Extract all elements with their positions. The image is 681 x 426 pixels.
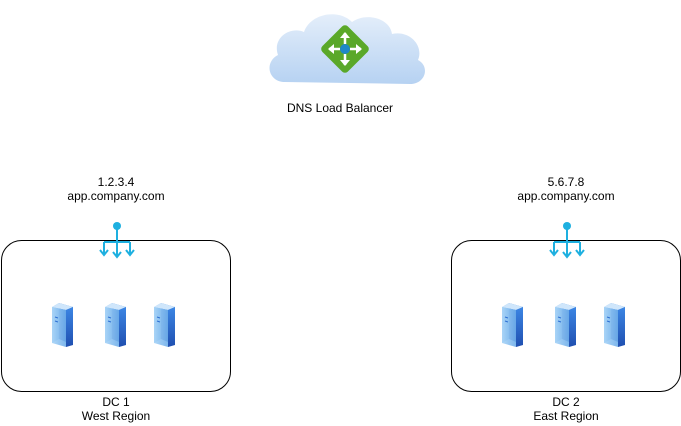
dc1-server-icon-1 [51,302,74,348]
dc1-region: West Region [81,409,151,423]
dc2-name: DC 2 [552,395,580,409]
dc2-server-icon-3 [603,302,626,348]
dc1-server-icon-3 [153,302,176,348]
dc1-name: DC 1 [102,395,130,409]
dc2-server-icon-2 [554,302,577,348]
dc2-server-icon-1 [501,302,524,348]
dc2-ip: 5.6.7.8 [547,175,585,189]
dc2-endpoint-label: 5.6.7.8 app.company.com [466,175,666,203]
dc1-caption: DC 1 West Region [16,395,216,423]
load-balancer-label: DNS Load Balancer [240,101,440,115]
dc1-server-icon-2 [104,302,127,348]
load-balancer-label-text: DNS Load Balancer [286,101,394,115]
dc1-endpoint-label: 1.2.3.4 app.company.com [16,175,216,203]
dc2-host: app.company.com [517,189,615,203]
dc1-host: app.company.com [67,189,165,203]
dc1-ip: 1.2.3.4 [97,175,135,189]
cloud-load-balancer-icon [269,14,425,84]
dc2-caption: DC 2 East Region [466,395,666,423]
dc2-region: East Region [533,409,599,423]
